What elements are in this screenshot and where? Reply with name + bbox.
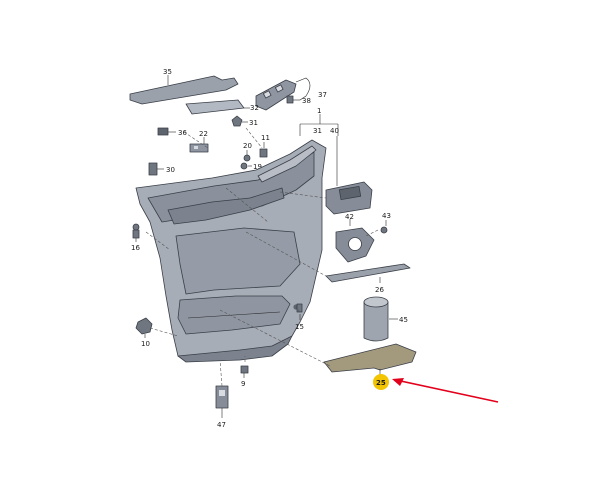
part-31-clip <box>231 115 248 127</box>
assembly-dash-lines <box>145 127 379 387</box>
part-10-clip <box>135 317 153 338</box>
door-trim-panel <box>135 139 327 363</box>
red-arrow-icon <box>392 378 499 403</box>
part-47-clip <box>215 385 229 418</box>
label-35: 35 <box>163 68 172 76</box>
part-19-screw <box>240 162 252 170</box>
label-9: 9 <box>241 380 245 388</box>
label-26: 26 <box>375 286 384 294</box>
label-1: 1 <box>317 107 321 115</box>
label-30: 30 <box>166 166 175 174</box>
part-45-cup-insert <box>363 296 398 342</box>
label-32: 32 <box>250 104 259 112</box>
label-25: 25 <box>376 379 386 387</box>
part-32-handle-cover <box>185 99 250 115</box>
part-25-foam-pad <box>323 343 417 376</box>
part-42-mount-bracket <box>335 219 375 263</box>
label-20: 20 <box>243 142 252 150</box>
label-31-b: 31 <box>313 127 322 135</box>
part-37-switch-bracket <box>255 77 311 111</box>
part-40-switch-housing <box>325 181 373 215</box>
label-43: 43 <box>382 212 391 220</box>
part-30-clip <box>148 162 164 176</box>
part-22-bracket <box>189 137 209 153</box>
part-38-clip <box>286 95 300 104</box>
group-bracket-1 <box>299 114 339 186</box>
label-42: 42 <box>345 213 354 221</box>
part-15-screw <box>296 303 303 320</box>
label-19: 19 <box>253 163 262 171</box>
label-11: 11 <box>261 134 270 142</box>
label-47: 47 <box>217 421 226 429</box>
label-38: 38 <box>302 97 311 105</box>
highlight-badge-25 <box>373 374 389 390</box>
label-16: 16 <box>131 244 140 252</box>
part-9-screw <box>240 365 249 378</box>
part-35-trim-strip <box>129 75 239 105</box>
part-43-screw <box>380 220 388 234</box>
label-15: 15 <box>295 323 304 331</box>
part-26-step-strip <box>325 263 411 283</box>
label-37: 37 <box>318 91 327 99</box>
label-10: 10 <box>141 340 150 348</box>
part-16-screw <box>132 223 140 242</box>
label-36: 36 <box>178 129 187 137</box>
label-45: 45 <box>399 316 408 324</box>
label-31-a: 31 <box>249 119 258 127</box>
label-22: 22 <box>199 130 208 138</box>
part-20-screw <box>243 150 251 162</box>
label-40: 40 <box>330 127 339 135</box>
part-36-clip <box>157 127 176 136</box>
part-11-screw <box>259 142 268 158</box>
